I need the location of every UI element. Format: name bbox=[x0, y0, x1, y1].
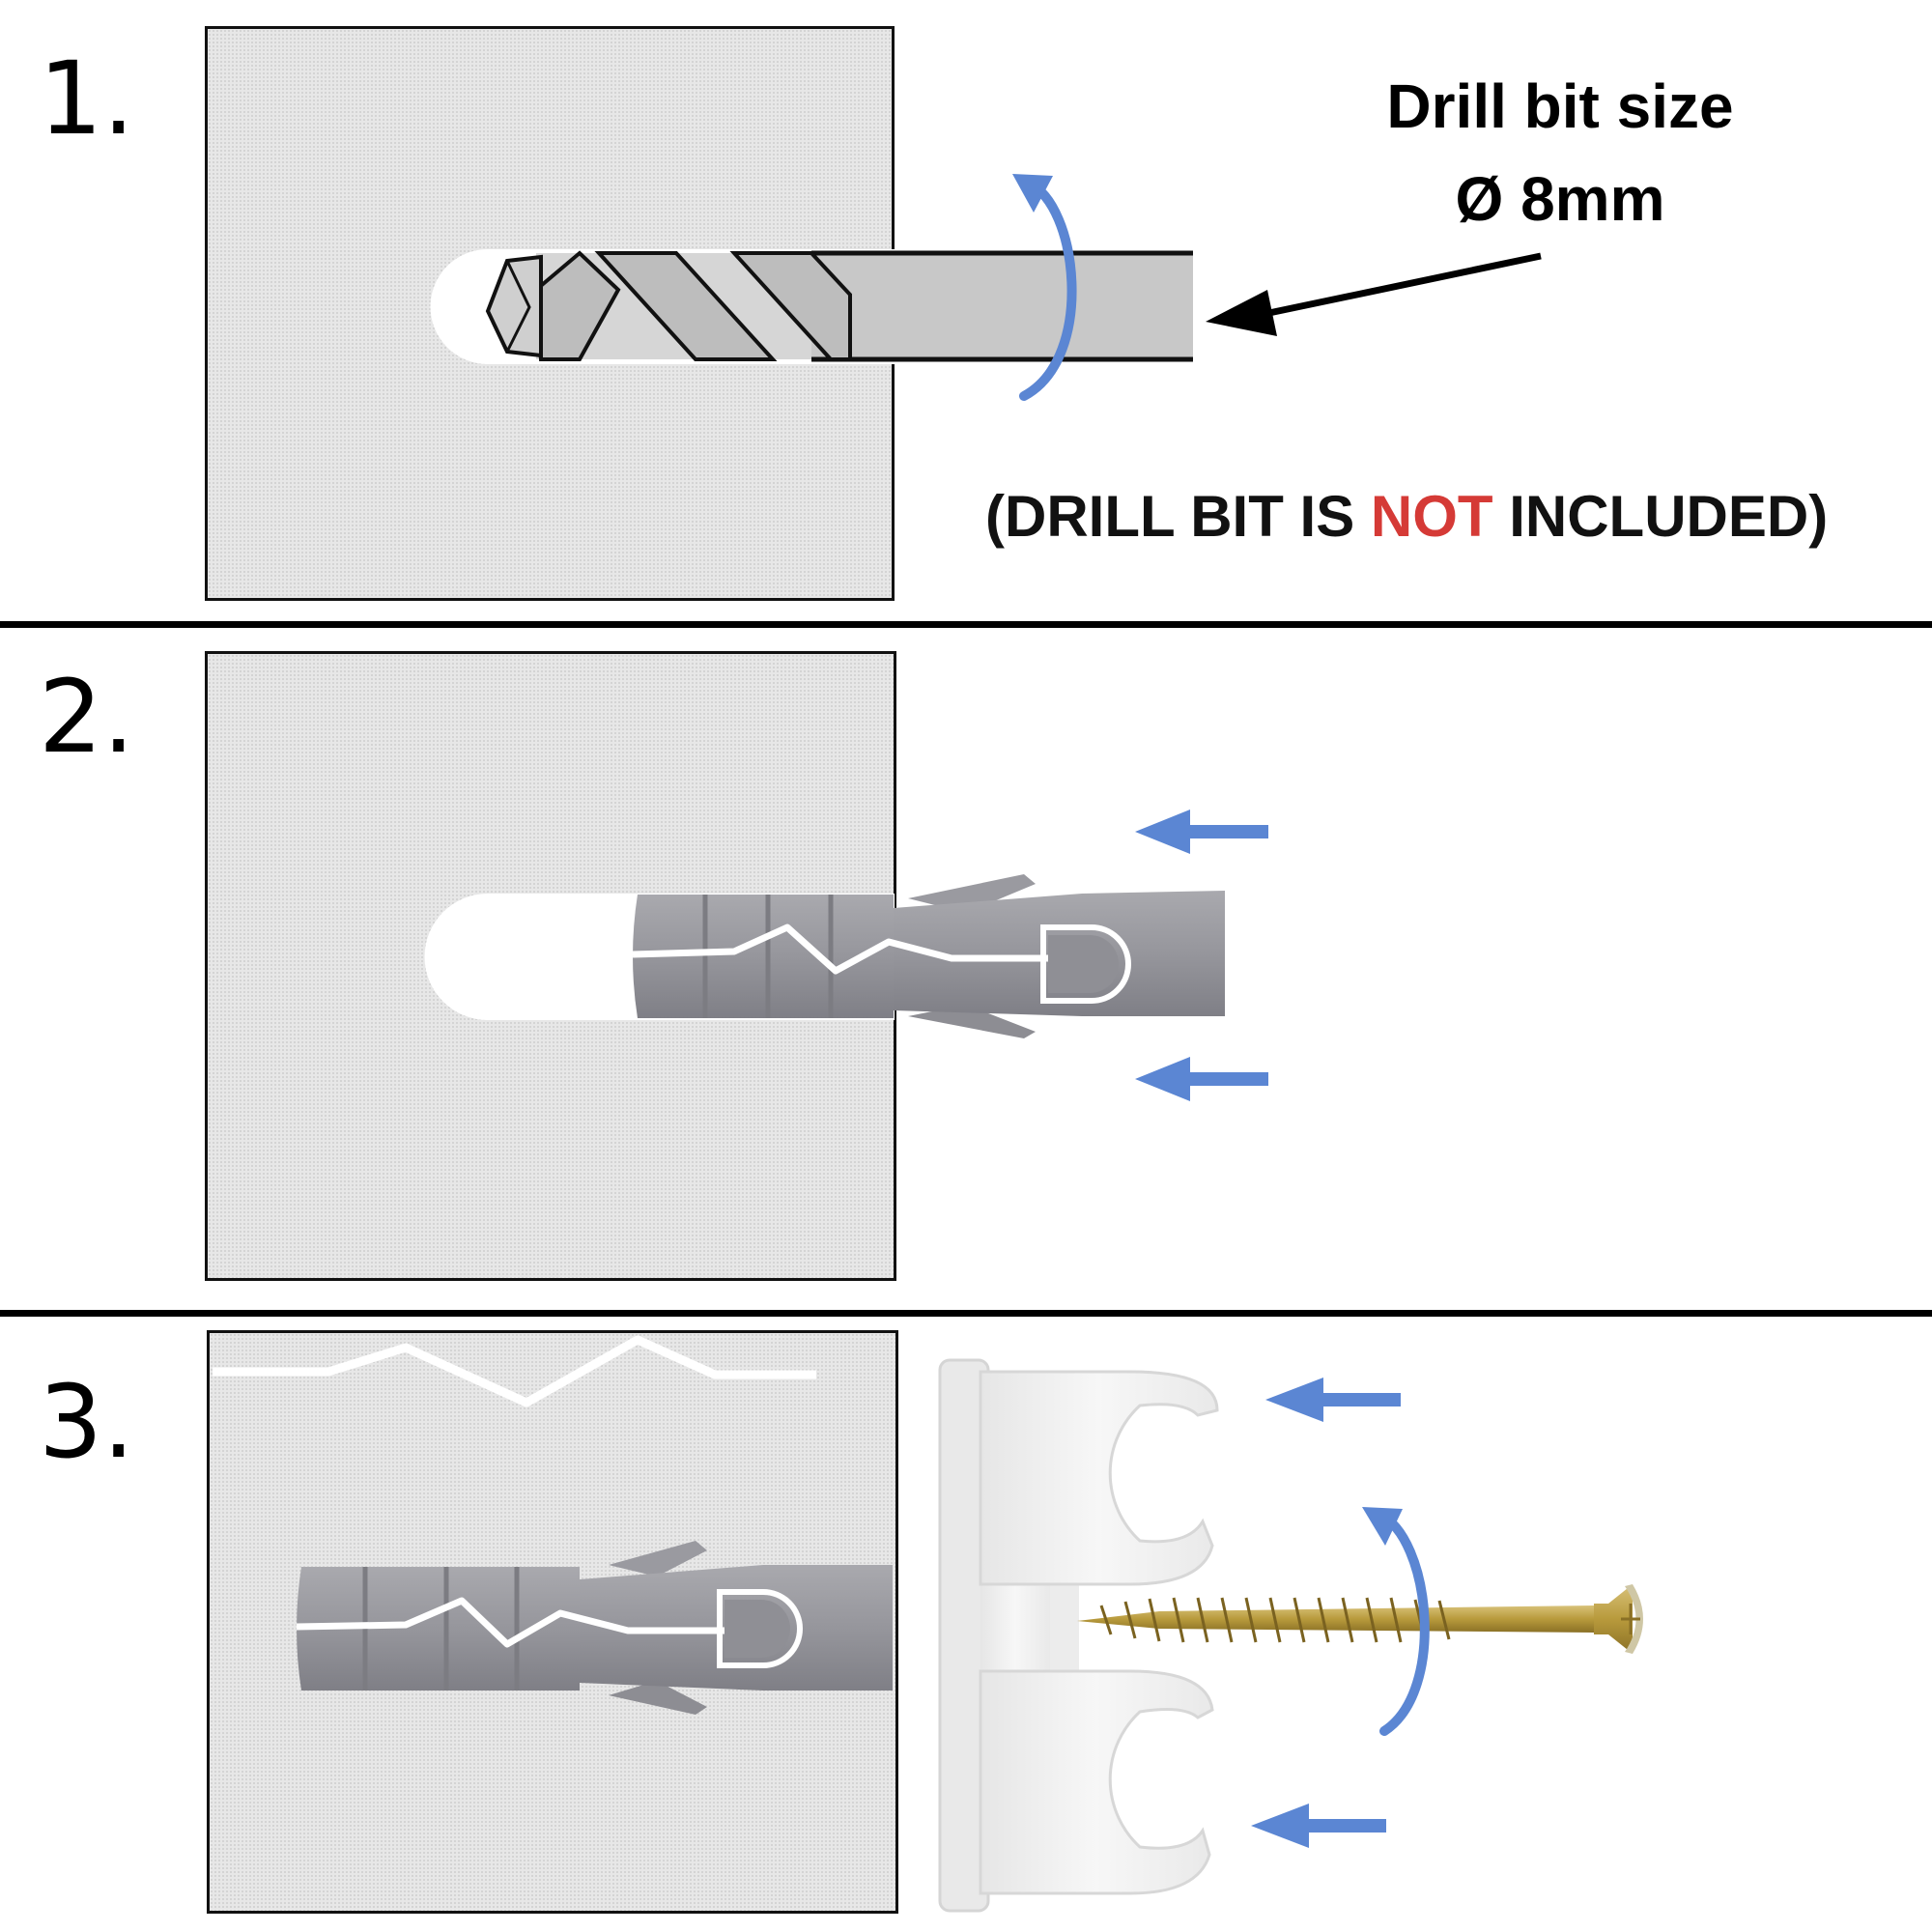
spec-value: Ø 8mm bbox=[1333, 153, 1787, 245]
drill-bit-note: (DRILL BIT IS NOT INCLUDED) bbox=[985, 483, 1828, 550]
drill-bit-spec: Drill bit size Ø 8mm bbox=[1333, 60, 1787, 245]
note-close: ) bbox=[1808, 484, 1828, 549]
left-arrow-icon bbox=[1265, 1378, 1401, 1422]
left-arrow-icon bbox=[1135, 1057, 1268, 1101]
left-arrow-icon bbox=[1251, 1804, 1386, 1848]
note-open: ( bbox=[985, 484, 1005, 549]
pointer-arrow bbox=[1206, 256, 1541, 336]
pipe-clip bbox=[940, 1360, 1217, 1911]
screw bbox=[1077, 1584, 1643, 1654]
note-before: DRILL BIT IS bbox=[1005, 484, 1371, 549]
wall-plug bbox=[633, 874, 1225, 1038]
inserted-wall-plug bbox=[297, 1541, 893, 1715]
note-after: INCLUDED bbox=[1493, 484, 1809, 549]
spec-title: Drill bit size bbox=[1333, 60, 1787, 153]
left-arrow-icon bbox=[1135, 810, 1268, 854]
drill-bit bbox=[488, 253, 1193, 359]
note-highlight: NOT bbox=[1371, 484, 1493, 549]
wall-crack bbox=[213, 1340, 816, 1403]
